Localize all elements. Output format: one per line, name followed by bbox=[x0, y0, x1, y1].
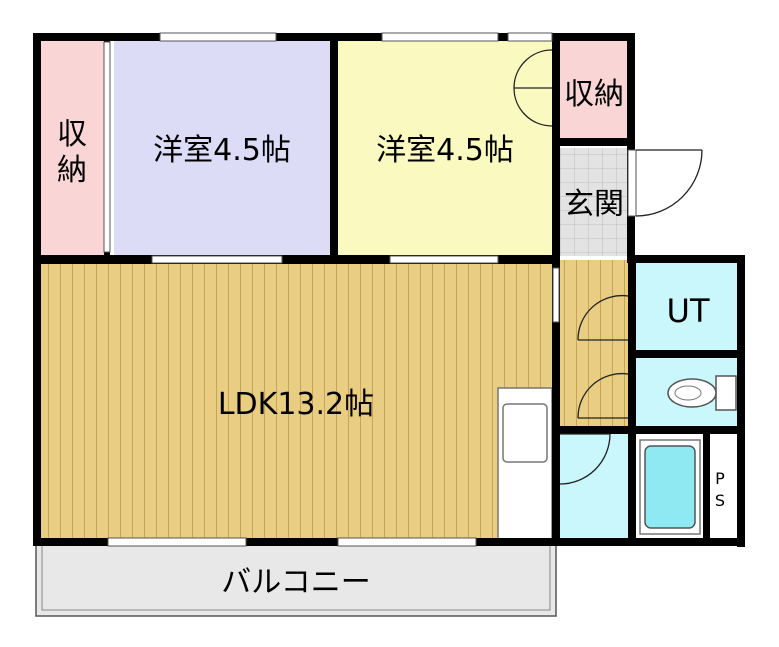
storage-right-floor bbox=[560, 40, 628, 140]
door-openings bbox=[103, 32, 637, 323]
hallway-floor bbox=[560, 260, 628, 430]
ldk-floor bbox=[40, 264, 552, 540]
entrance-floor bbox=[560, 148, 628, 256]
western-room-2-label: 洋室4.5帖 bbox=[376, 133, 514, 168]
walls bbox=[33, 33, 745, 547]
utility-floor bbox=[636, 262, 738, 350]
pipe-space-floor bbox=[710, 434, 738, 540]
storage-right-label: 収納 bbox=[564, 77, 624, 112]
windows bbox=[107, 32, 499, 547]
balcony bbox=[35, 544, 557, 617]
washroom-floor bbox=[560, 430, 636, 540]
entrance-label: 玄関 bbox=[564, 187, 624, 222]
western-room-1-floor bbox=[114, 40, 330, 256]
storage-left-label-line2: 納 bbox=[57, 153, 87, 188]
toilet-icon bbox=[667, 375, 737, 411]
storage-left-floor bbox=[40, 40, 106, 256]
kitchen-counter bbox=[497, 387, 553, 541]
pipe-space-label-line2: S bbox=[715, 491, 725, 510]
ldk-label: LDK13.2帖 bbox=[218, 387, 374, 422]
pipe-space-label-line1: P bbox=[715, 469, 725, 488]
door-swings bbox=[513, 49, 703, 485]
balcony-label: バルコニー bbox=[221, 565, 370, 600]
storage-left-label-line1: 収 bbox=[57, 117, 87, 152]
bathtub bbox=[639, 439, 701, 535]
western-room-1-label: 洋室4.5帖 bbox=[153, 133, 291, 168]
utility-label: UT bbox=[667, 292, 710, 330]
